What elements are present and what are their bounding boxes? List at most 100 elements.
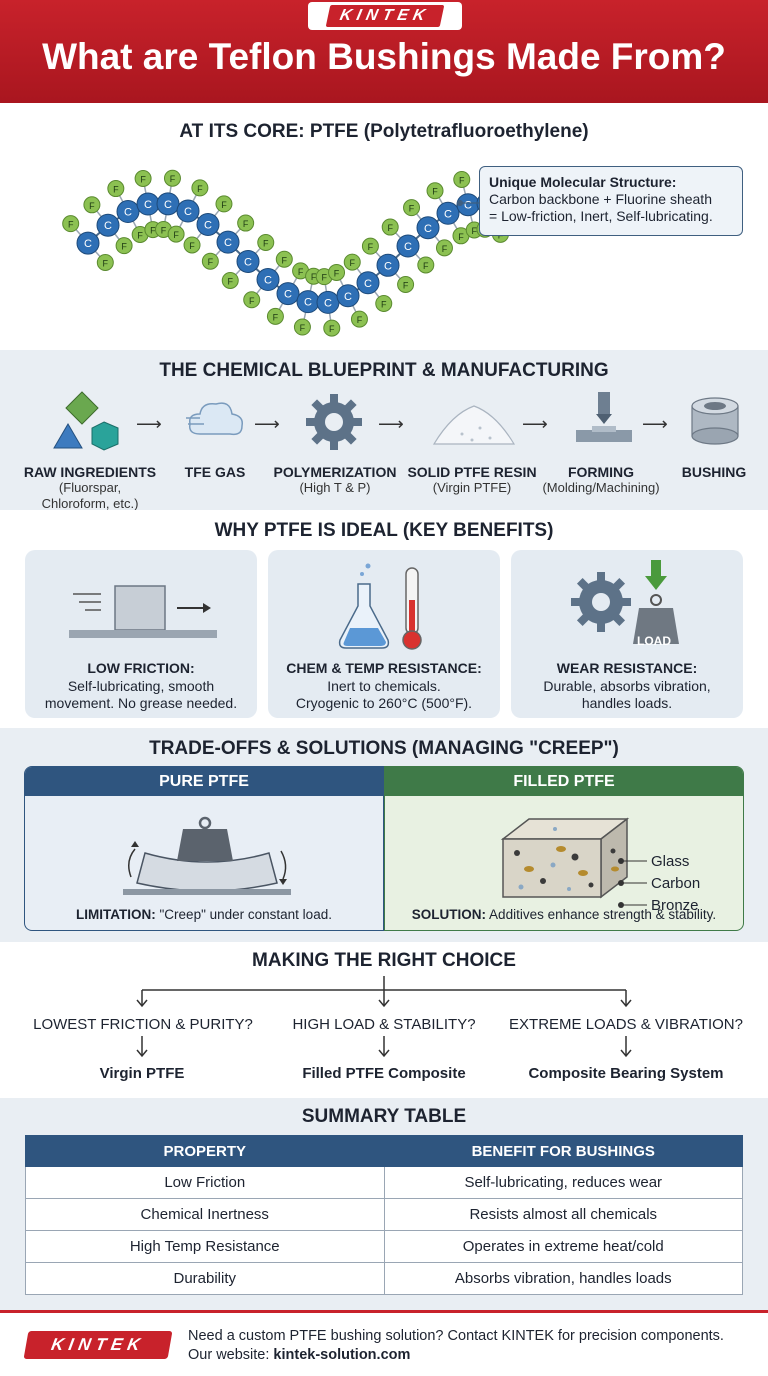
table-row: High Temp Resistance Operates in extreme… bbox=[25, 1230, 743, 1263]
carbon-atom: C bbox=[336, 284, 360, 308]
carbon-atom: C bbox=[456, 193, 480, 217]
website-link[interactable]: kintek-solution.com bbox=[273, 1347, 411, 1363]
table-cell: Resists almost all chemicals bbox=[383, 1198, 743, 1231]
table-cell: Self-lubricating, reduces wear bbox=[383, 1166, 743, 1199]
choice-answer: Filled PTFE Composite bbox=[302, 1065, 466, 1082]
forming-press-icon bbox=[576, 392, 632, 442]
carbon-atom: C bbox=[416, 216, 440, 240]
fluorine-atom: F bbox=[191, 179, 209, 197]
fluorine-atom: F bbox=[350, 310, 368, 328]
fluorine-atom: F bbox=[115, 237, 133, 255]
svg-text:C: C bbox=[104, 220, 112, 232]
carbon-atom: C bbox=[216, 230, 240, 254]
manufacturing-title: THE CHEMICAL BLUEPRINT & MANUFACTURING bbox=[159, 360, 609, 381]
svg-text:C: C bbox=[204, 219, 212, 231]
svg-text:F: F bbox=[300, 323, 306, 333]
benefit-desc: Self-lubricating, smooth movement. No gr… bbox=[25, 678, 257, 712]
svg-text:F: F bbox=[458, 232, 464, 242]
step-label: BUSHING bbox=[681, 464, 747, 480]
svg-text:F: F bbox=[227, 276, 233, 286]
carbon-atom: C bbox=[376, 253, 400, 277]
fluorine-atom: F bbox=[426, 182, 444, 200]
table-cell: Durability bbox=[25, 1262, 385, 1295]
svg-text:F: F bbox=[329, 324, 335, 334]
gear-icon bbox=[306, 394, 362, 450]
fluorine-atom: F bbox=[453, 170, 471, 188]
creep-deformation-icon bbox=[123, 816, 291, 895]
table-cell: High Temp Resistance bbox=[25, 1230, 385, 1263]
choice-section: MAKING THE RIGHT CHOICE LOWEST FRICTION … bbox=[0, 942, 768, 1098]
carbon-atom: C bbox=[116, 200, 140, 224]
decision-tree-lines bbox=[136, 976, 632, 1058]
footer-brand-logo[interactable]: KINTEK bbox=[23, 1331, 173, 1359]
benefit-desc: Durable, absorbs vibration, handles load… bbox=[511, 678, 743, 712]
svg-text:F: F bbox=[150, 226, 156, 236]
filled-ptfe-solution: SOLUTION: Additives enhance strength & s… bbox=[411, 907, 717, 922]
benefit-desc-line: Self-lubricating, smooth bbox=[67, 678, 215, 694]
svg-text:F: F bbox=[221, 200, 227, 210]
step-label: TFE GAS bbox=[184, 464, 246, 480]
fluorine-atom: F bbox=[221, 271, 239, 289]
carbon-atom: C bbox=[196, 212, 220, 236]
brand-logo-text: KINTEK bbox=[325, 5, 445, 27]
callout-line-2: = Low-friction, Inert, Self-lubricating. bbox=[489, 208, 713, 224]
svg-text:F: F bbox=[311, 272, 317, 282]
carbon-atom: C bbox=[436, 201, 460, 225]
svg-text:F: F bbox=[161, 225, 167, 235]
svg-text:F: F bbox=[423, 261, 429, 271]
fluorine-atom: F bbox=[343, 253, 361, 271]
fluorine-atom: F bbox=[397, 275, 415, 293]
svg-text:F: F bbox=[89, 201, 95, 211]
footer-contact: Need a custom PTFE bushing solution? Con… bbox=[188, 1327, 724, 1365]
filler-carbon: Carbon bbox=[651, 875, 701, 892]
svg-text:C: C bbox=[364, 278, 372, 290]
table-row: Chemical Inertness Resists almost all ch… bbox=[25, 1198, 743, 1231]
benefit-title: LOW FRICTION: bbox=[87, 660, 195, 676]
fluorine-atom: F bbox=[275, 250, 293, 268]
filler-bronze: Bronze bbox=[651, 897, 699, 914]
flask-thermometer-icon bbox=[338, 563, 422, 650]
gear-weight-icon bbox=[571, 560, 679, 644]
benefit-desc-line: Inert to chemicals. bbox=[327, 678, 441, 694]
fluorine-atom: F bbox=[62, 215, 80, 233]
step-label: SOLID PTFE RESIN bbox=[407, 464, 537, 480]
table-row: Durability Absorbs vibration, handles lo… bbox=[25, 1262, 743, 1295]
benefit-card-chem-temp: CHEM & TEMP RESISTANCE: Inert to chemica… bbox=[268, 550, 500, 718]
filled-ptfe-panel: FILLED PTFE Glass Carbon Bronze SOLUTION… bbox=[384, 766, 744, 931]
summary-title: SUMMARY TABLE bbox=[301, 1106, 467, 1127]
svg-text:F: F bbox=[140, 175, 146, 185]
svg-text:F: F bbox=[173, 230, 179, 240]
molecular-structure-callout: Unique Molecular Structure: Carbon backb… bbox=[479, 166, 743, 236]
fluorine-atom: F bbox=[266, 307, 284, 325]
footer-line-2: Our website: kintek-solution.com bbox=[188, 1347, 411, 1363]
carbon-atom: C bbox=[296, 290, 320, 314]
svg-text:C: C bbox=[224, 237, 232, 249]
summary-section: SUMMARY TABLE PROPERTY BENEFIT FOR BUSHI… bbox=[0, 1098, 768, 1310]
svg-text:F: F bbox=[121, 242, 127, 252]
step-sub: (Fluorspar, bbox=[58, 480, 122, 495]
svg-text:C: C bbox=[84, 238, 92, 250]
svg-text:F: F bbox=[298, 267, 304, 277]
svg-text:F: F bbox=[409, 204, 415, 214]
svg-text:C: C bbox=[264, 275, 272, 287]
svg-text:F: F bbox=[113, 185, 119, 195]
benefit-title: WEAR RESISTANCE: bbox=[556, 660, 698, 676]
composite-block-icon bbox=[500, 817, 630, 899]
fluorine-atom: F bbox=[167, 225, 185, 243]
svg-text:C: C bbox=[144, 199, 152, 211]
svg-text:F: F bbox=[368, 242, 374, 252]
footer-line-1: Need a custom PTFE bushing solution? Con… bbox=[188, 1328, 724, 1344]
fluorine-atom: F bbox=[131, 226, 149, 244]
carbon-atom: C bbox=[236, 249, 260, 273]
table-cell: Absorbs vibration, handles loads bbox=[383, 1262, 743, 1295]
load-label: LOAD bbox=[637, 634, 671, 648]
svg-text:F: F bbox=[273, 312, 279, 322]
fluorine-atom: F bbox=[107, 180, 125, 198]
table-header: PROPERTY bbox=[25, 1135, 385, 1167]
brand-logo[interactable]: KINTEK bbox=[308, 2, 462, 30]
table-cell: Operates in extreme heat/cold bbox=[383, 1230, 743, 1263]
callout-line-1: Carbon backbone + Fluorine sheath bbox=[489, 191, 712, 207]
svg-text:C: C bbox=[184, 206, 192, 218]
benefit-desc-line: movement. No grease needed. bbox=[44, 695, 238, 711]
tradeoffs-title: TRADE-OFFS & SOLUTIONS (MANAGING "CREEP"… bbox=[149, 738, 619, 759]
